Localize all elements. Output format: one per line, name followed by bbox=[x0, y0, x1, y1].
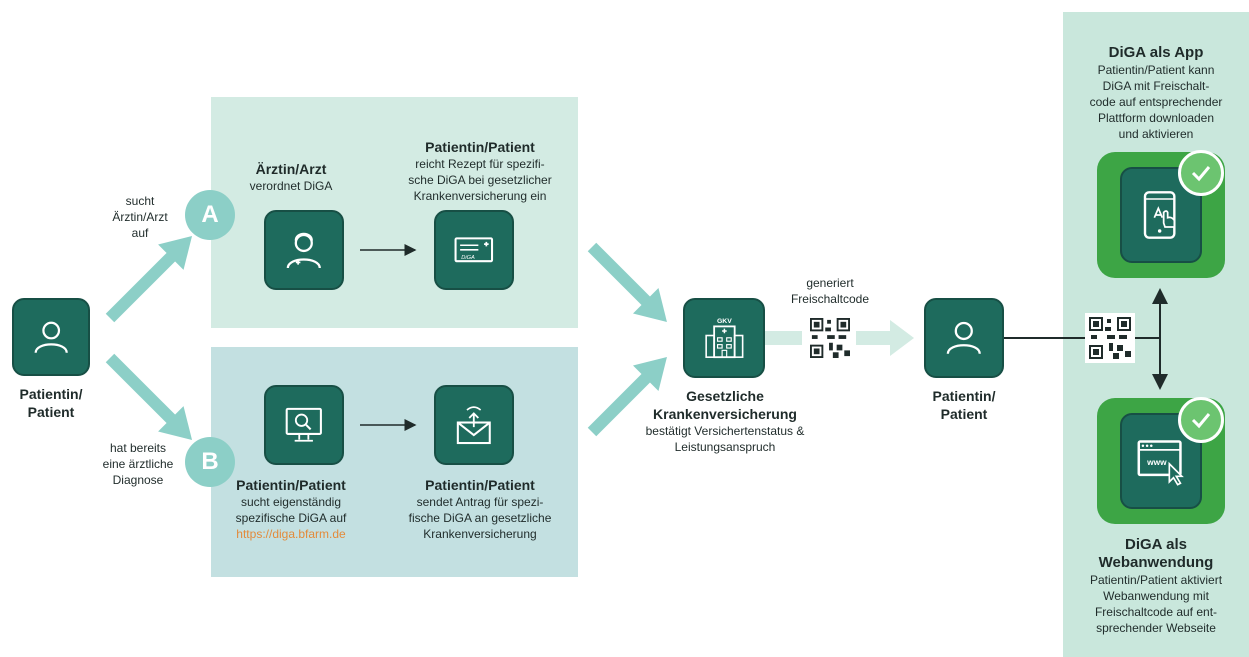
patient-end-label: Patientin/ Patient bbox=[932, 388, 996, 422]
arrow-b-to-insurance bbox=[587, 357, 667, 437]
path-b-step1-label: Patientin/Patient sucht eigenständig spe… bbox=[226, 476, 356, 542]
check-icon bbox=[1178, 150, 1224, 196]
code-step-label: generiert Freischaltcode bbox=[790, 276, 870, 306]
bfarm-link[interactable]: https://diga.bfarm.de bbox=[236, 527, 346, 541]
arrow-a-to-insurance bbox=[587, 242, 667, 322]
hospital-building-icon: GKV bbox=[704, 318, 744, 359]
person-icon bbox=[946, 322, 982, 355]
insurance-label: Gesetzliche Krankenversicherung bestätig… bbox=[645, 388, 805, 454]
path-b-step2-label: Patientin/Patient sendet Antrag für spez… bbox=[408, 477, 552, 541]
prescription-tile: DiGA bbox=[434, 210, 514, 290]
insurance-tile: GKV bbox=[683, 298, 765, 378]
path-a-step2-label: Patientin/Patient reicht Rezept für spez… bbox=[408, 139, 552, 203]
qr-code-icon bbox=[810, 318, 850, 358]
prescription-icon: DiGA bbox=[454, 237, 494, 263]
arrow-code-to-patient bbox=[764, 320, 914, 356]
patient-start-label: Patientin/ Patient bbox=[19, 386, 83, 420]
check-icon bbox=[1178, 397, 1224, 443]
mail-icon bbox=[457, 406, 491, 445]
mail-tile bbox=[434, 385, 514, 465]
patient-end-tile bbox=[924, 298, 1004, 378]
path-a-badge: A bbox=[185, 190, 235, 240]
app-label: DiGA als App Patientin/Patient kann DiGA… bbox=[1089, 44, 1223, 141]
search-monitor-tile bbox=[264, 385, 344, 465]
path-b-edge-label: hat bereits eine ärztliche Diagnose bbox=[102, 441, 174, 487]
arrow-to-path-a bbox=[105, 235, 193, 323]
person-icon bbox=[34, 321, 68, 353]
smartphone-app-icon bbox=[1143, 191, 1176, 239]
patient-start-tile bbox=[12, 298, 90, 376]
app-tile bbox=[1097, 152, 1225, 278]
browser-www-icon: www bbox=[1137, 440, 1184, 486]
qr-code-icon bbox=[1085, 313, 1135, 363]
doctor-icon bbox=[286, 232, 322, 269]
prescription-card-text: DiGA bbox=[461, 255, 475, 261]
path-a-edge-label: sucht Ärztin/Arzt auf bbox=[112, 194, 168, 240]
web-label: DiGA als Webanwendung Patientin/Patient … bbox=[1089, 536, 1223, 635]
path-b-badge: B bbox=[185, 437, 235, 487]
arrow-to-path-b bbox=[105, 353, 193, 441]
browser-www-text: www bbox=[1146, 457, 1167, 467]
search-monitor-icon bbox=[285, 408, 323, 442]
path-a-step1-label: Ärztin/Arzt verordnet DiGA bbox=[249, 161, 333, 193]
doctor-tile bbox=[264, 210, 344, 290]
gkv-badge: GKV bbox=[717, 318, 732, 325]
